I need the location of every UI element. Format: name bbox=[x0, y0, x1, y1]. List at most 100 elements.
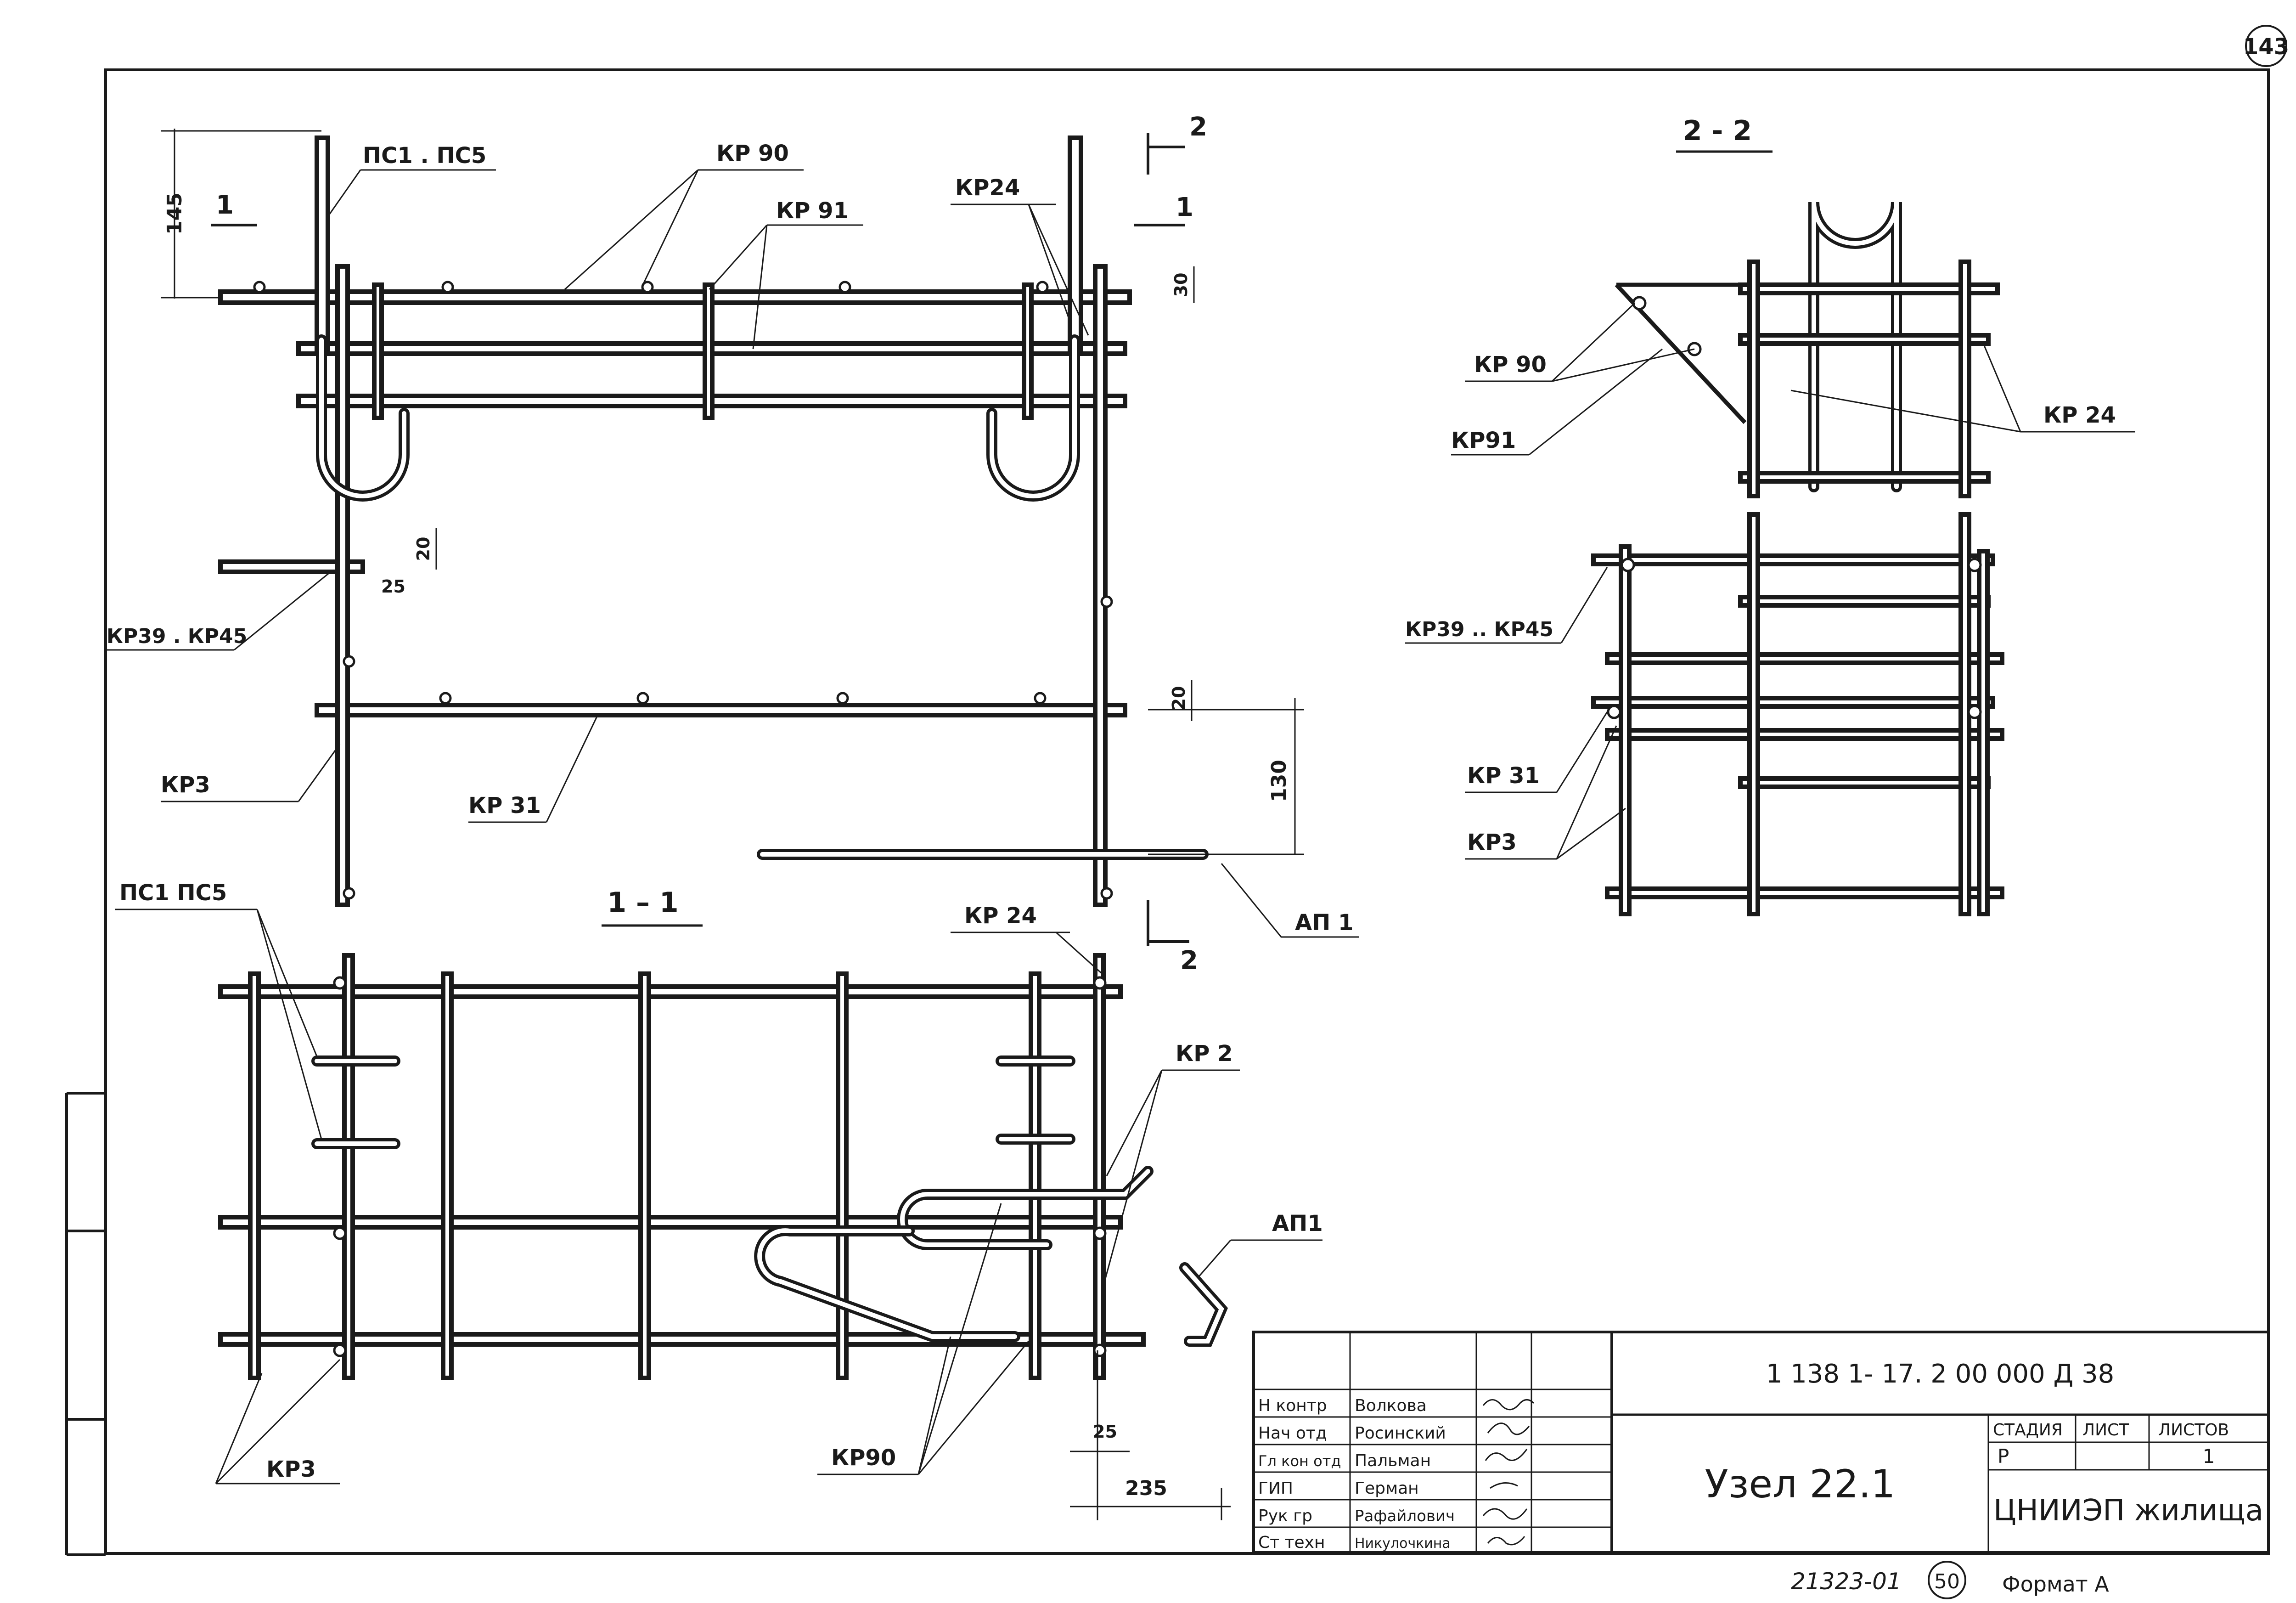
sec1-vbar-1 bbox=[248, 971, 261, 1380]
sec2-bar-4 bbox=[1591, 553, 1995, 566]
label-ps1-ps5: ПС1 . ПС5 bbox=[363, 143, 486, 169]
sec1-kr90-bent bbox=[897, 1166, 1154, 1250]
sec1-bar-mid bbox=[218, 1215, 1123, 1230]
sec2-vbar-5 bbox=[1958, 512, 1971, 916]
label-ps1-ps5-sec1: ПС1 ПС5 bbox=[119, 880, 227, 906]
name-0: Волкова bbox=[1355, 1396, 1427, 1415]
label-kr31-sec2: КР 31 bbox=[1467, 763, 1540, 789]
page-number: 143 bbox=[2243, 34, 2289, 60]
rebar-kr24-mid bbox=[703, 282, 715, 420]
sec2-vbar-2 bbox=[1958, 260, 1971, 498]
label-kr3-plan: КР3 bbox=[161, 772, 210, 798]
plan-view: 145 30 20 25 20 130 2 1 1 2 ПС1 . ПС5 КР… bbox=[106, 112, 1359, 976]
role-4: Рук гр bbox=[1258, 1507, 1312, 1525]
label-kr90-sec2: КР 90 bbox=[1474, 352, 1547, 378]
section-mark-1-left: 1 bbox=[216, 190, 234, 220]
archive-circle-badge: 50 bbox=[1928, 1561, 1966, 1599]
rebar-ps1-right bbox=[1068, 135, 1083, 351]
role-2: Гл кон отд bbox=[1258, 1452, 1341, 1470]
role-0: Н контр bbox=[1258, 1396, 1327, 1415]
sec2-bar-10 bbox=[1605, 886, 2004, 899]
drawing-title: Узел 22.1 bbox=[1705, 1462, 1896, 1507]
label-ap1-plan: АП 1 bbox=[1295, 910, 1353, 936]
sec1-vbar-6 bbox=[1029, 971, 1041, 1380]
sec2-bar-1 bbox=[1738, 282, 2000, 295]
sheets-header: ЛИСТОВ bbox=[2158, 1421, 2229, 1439]
rebar-ps1-left bbox=[315, 135, 330, 351]
sec2-bar-6 bbox=[1605, 652, 2004, 665]
drawing-frame bbox=[104, 68, 2270, 1555]
label-kr24-plan: КР24 bbox=[955, 175, 1020, 201]
section-2-2: 2 - 2 КР 90 bbox=[1405, 115, 2135, 916]
sec2-vbar-6 bbox=[1977, 549, 1990, 916]
sec2-bar-5 bbox=[1738, 595, 1991, 608]
dim-25-a: 25 bbox=[381, 576, 405, 597]
label-kr90-plan: КР 90 bbox=[716, 141, 789, 166]
sec2-vbar-3 bbox=[1619, 544, 1632, 916]
dim-30: 30 bbox=[1171, 273, 1191, 297]
sec1-vbar-5 bbox=[836, 971, 849, 1380]
label-kr3-sec2: КР3 bbox=[1467, 830, 1517, 855]
name-2: Пальман bbox=[1355, 1451, 1431, 1470]
label-kr39-kr45-sec2: КР39 .. КР45 bbox=[1405, 618, 1553, 641]
section-2-2-title: 2 - 2 bbox=[1683, 115, 1752, 147]
title-block: 1 138 1- 17. 2 00 000 Д 38 Узел 22.1 ЦНИ… bbox=[1252, 1331, 2270, 1554]
rebar-kr90-top bbox=[218, 289, 1132, 305]
sec1-vbar-4 bbox=[638, 971, 651, 1380]
rebar-kr24-right bbox=[1022, 282, 1034, 420]
label-kr3-sec1: КР3 bbox=[266, 1456, 316, 1482]
sec1-bar-top bbox=[218, 984, 1123, 999]
page-number-badge: 143 bbox=[2243, 25, 2289, 67]
sec2-bar-8 bbox=[1605, 728, 2004, 741]
role-5: Ст техн bbox=[1258, 1533, 1325, 1552]
label-kr39-kr45-plan: КР39 . КР45 bbox=[107, 625, 247, 648]
dim-130: 130 bbox=[1267, 760, 1291, 802]
rebar-kr3-right bbox=[1093, 264, 1108, 907]
stage-header: СТАДИЯ bbox=[1993, 1421, 2063, 1439]
name-5: Никулочкина bbox=[1355, 1535, 1451, 1552]
label-kr2-sec1: КР 2 bbox=[1176, 1041, 1233, 1067]
rebar-kr31 bbox=[315, 703, 1127, 717]
sec2-bar-9 bbox=[1738, 776, 1991, 789]
role-1: Нач отд bbox=[1258, 1424, 1327, 1443]
organization-name: ЦНИИЭП жилища bbox=[1993, 1494, 2263, 1528]
rebar-kr24-left bbox=[372, 282, 384, 420]
sec1-vbar-7 bbox=[1093, 953, 1106, 1380]
role-3: ГИП bbox=[1258, 1479, 1293, 1498]
sec1-vbar-2 bbox=[342, 953, 355, 1380]
sec1-vbar-3 bbox=[441, 971, 454, 1380]
name-1: Росинский bbox=[1355, 1424, 1446, 1443]
dim-20-a: 20 bbox=[413, 537, 433, 561]
sheets-total-value: 1 bbox=[2203, 1445, 2215, 1468]
section-mark-1-right: 1 bbox=[1176, 192, 1193, 222]
label-kr90-sec1: КР90 bbox=[831, 1445, 896, 1471]
dim-25-sec1: 25 bbox=[1093, 1422, 1117, 1442]
sec2-vbar-1 bbox=[1747, 260, 1760, 498]
name-3: Герман bbox=[1355, 1479, 1419, 1498]
sec2-bar-7 bbox=[1591, 696, 1995, 709]
rebar-kr39 bbox=[218, 559, 365, 574]
section-1-1-title: 1 – 1 bbox=[607, 886, 678, 919]
label-kr31-plan: КР 31 bbox=[468, 793, 541, 818]
dim-145: 145 bbox=[163, 192, 186, 235]
label-kr24-sec1: КР 24 bbox=[964, 903, 1037, 929]
dim-235-sec1: 235 bbox=[1125, 1477, 1167, 1500]
archive-code: 21323-01 bbox=[1791, 1568, 1902, 1595]
sec2-bar-3 bbox=[1738, 471, 1991, 484]
rebar-kr3-left bbox=[335, 264, 350, 907]
document-code: 1 138 1- 17. 2 00 000 Д 38 bbox=[1766, 1359, 2115, 1389]
sheet-header: ЛИСТ bbox=[2082, 1421, 2129, 1439]
hook-ps-left bbox=[316, 334, 410, 502]
sec2-vbar-4 bbox=[1747, 512, 1760, 916]
sec2-bar-2 bbox=[1738, 333, 1991, 346]
label-ap1-sec1: АП1 bbox=[1272, 1211, 1323, 1236]
name-4: Рафайлович bbox=[1355, 1507, 1455, 1525]
label-kr91-sec2: КР91 bbox=[1451, 428, 1516, 453]
archive-circle-number: 50 bbox=[1934, 1570, 1960, 1593]
signatures bbox=[1482, 1399, 1535, 1546]
label-kr24-sec2: КР 24 bbox=[2043, 402, 2116, 428]
section-mark-2-top: 2 bbox=[1189, 112, 1207, 142]
label-kr91-plan: КР 91 bbox=[776, 198, 849, 224]
section-mark-2-bottom: 2 bbox=[1180, 946, 1198, 976]
